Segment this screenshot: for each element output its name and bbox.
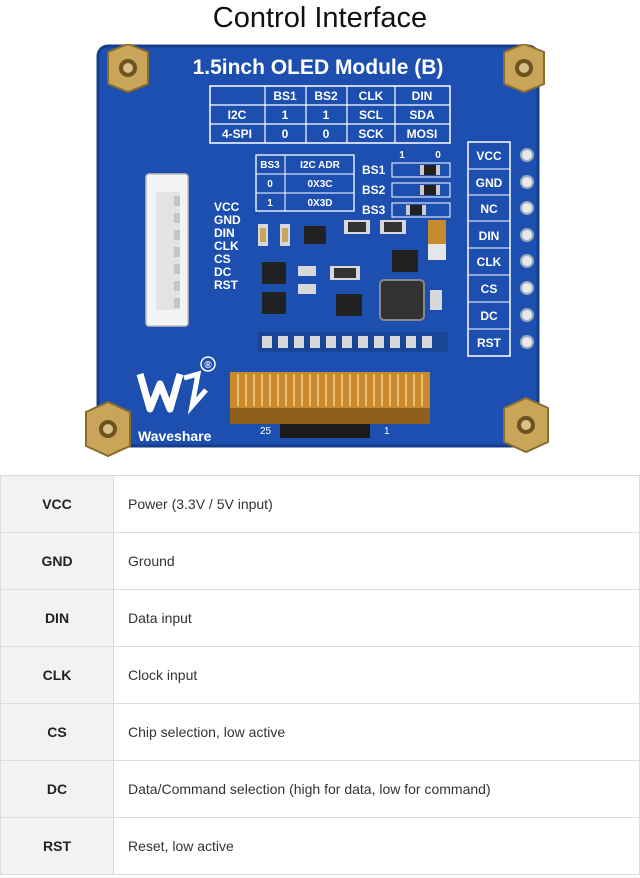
- bus-cell: SDA: [409, 108, 435, 122]
- pin-description: Ground: [113, 532, 640, 590]
- addr-cell: 0X3D: [307, 198, 332, 209]
- registered-mark: ®: [204, 360, 212, 371]
- right-pin-label: CS: [481, 282, 498, 296]
- bus-cell: 1: [282, 108, 289, 122]
- bus-header-bs1: BS1: [273, 89, 297, 103]
- pin-description: Chip selection, low active: [113, 703, 640, 761]
- table-row: CS Chip selection, low active: [0, 703, 640, 761]
- table-row: DC Data/Command selection (high for data…: [0, 760, 640, 818]
- oled-module-board: 1.5inch OLED Module (B) BS1 BS2 CLK DIN …: [85, 44, 549, 458]
- bus-cell: 1: [323, 108, 330, 122]
- right-pin-header: VCC GND NC DIN CLK CS DC RST: [467, 141, 534, 357]
- pin-description: Reset, low active: [113, 817, 640, 875]
- table-row: RST Reset, low active: [0, 817, 640, 875]
- bus-cell: I2C: [228, 108, 247, 122]
- bus-cell: SCK: [358, 127, 384, 141]
- bus-header-clk: CLK: [359, 89, 384, 103]
- pin-name: DC: [0, 760, 114, 818]
- table-row: GND Ground: [0, 532, 640, 590]
- left-pin-label: GND: [214, 213, 241, 227]
- pin-name: DIN: [0, 589, 114, 647]
- right-pin-label: GND: [476, 176, 503, 190]
- addr-cell: 1: [267, 198, 273, 209]
- table-row: DIN Data input: [0, 589, 640, 647]
- addr-header-bs3: BS3: [260, 160, 280, 171]
- left-pin-label: VCC: [214, 200, 240, 214]
- pin-description: Data input: [113, 589, 640, 647]
- bus-header-bs2: BS2: [314, 89, 338, 103]
- bus-select-table: BS1 BS2 CLK DIN I2C 1 1 SCL SDA 4-SPI 0 …: [209, 85, 451, 144]
- fpc-label-1: 1: [384, 426, 390, 437]
- pin-description-table: VCC Power (3.3V / 5V input) GND Ground D…: [0, 475, 640, 875]
- bus-cell: SCL: [359, 108, 383, 122]
- pin-name: CLK: [0, 646, 114, 704]
- switch-header-1: 1: [399, 150, 405, 161]
- components: [258, 220, 448, 352]
- fpc-label-25: 25: [260, 426, 272, 437]
- standoff-top-right: [503, 44, 545, 94]
- pin-description: Clock input: [113, 646, 640, 704]
- pin-description: Power (3.3V / 5V input): [113, 475, 640, 533]
- switch-label-bs2: BS2: [362, 183, 386, 197]
- waveshare-logo: ® Waveshare: [136, 356, 216, 444]
- bus-cell: 0: [323, 127, 330, 141]
- switch-header-0: 0: [435, 150, 441, 161]
- left-pin-label: DIN: [214, 226, 235, 240]
- bus-cell: 0: [282, 127, 289, 141]
- left-pin-label: DC: [214, 265, 232, 279]
- pin-name: CS: [0, 703, 114, 761]
- switch-label-bs1: BS1: [362, 163, 386, 177]
- right-pin-label: DIN: [479, 229, 500, 243]
- left-pin-label: RST: [214, 278, 239, 292]
- brand-name: Waveshare: [138, 428, 212, 444]
- bus-header-din: DIN: [412, 89, 433, 103]
- addr-header-adr: I2C ADR: [300, 160, 340, 171]
- right-pin-label: NC: [480, 202, 498, 216]
- right-pin-label: VCC: [476, 149, 502, 163]
- page-title: Control Interface: [212, 2, 428, 34]
- standoff-bottom-left: [85, 400, 131, 458]
- left-pin-label: CLK: [214, 239, 239, 253]
- bs-selector: 1 0 BS1 BS2 BS3: [362, 150, 451, 218]
- pin-description: Data/Command selection (high for data, l…: [113, 760, 640, 818]
- i2c-address-table: BS3 I2C ADR 0 0X3C 1 0X3D: [255, 154, 355, 212]
- header-connector: [145, 173, 189, 327]
- table-row: CLK Clock input: [0, 646, 640, 704]
- table-row: VCC Power (3.3V / 5V input): [0, 475, 640, 533]
- switch-label-bs3: BS3: [362, 203, 386, 217]
- addr-cell: 0X3C: [307, 179, 332, 190]
- right-pin-label: DC: [480, 309, 498, 323]
- pin-name: VCC: [0, 475, 114, 533]
- bus-cell: 4-SPI: [222, 127, 252, 141]
- board-title: 1.5inch OLED Module (B): [193, 56, 444, 79]
- pin-name: GND: [0, 532, 114, 590]
- pin-name: RST: [0, 817, 114, 875]
- standoff-bottom-right: [503, 396, 549, 454]
- left-pin-label: CS: [214, 252, 231, 266]
- bus-cell: MOSI: [407, 127, 438, 141]
- standoff-top-left: [107, 44, 149, 94]
- addr-cell: 0: [267, 179, 273, 190]
- right-pin-label: CLK: [477, 255, 502, 269]
- right-pin-label: RST: [477, 336, 502, 350]
- fpc-ribbon: 25 1: [230, 372, 430, 438]
